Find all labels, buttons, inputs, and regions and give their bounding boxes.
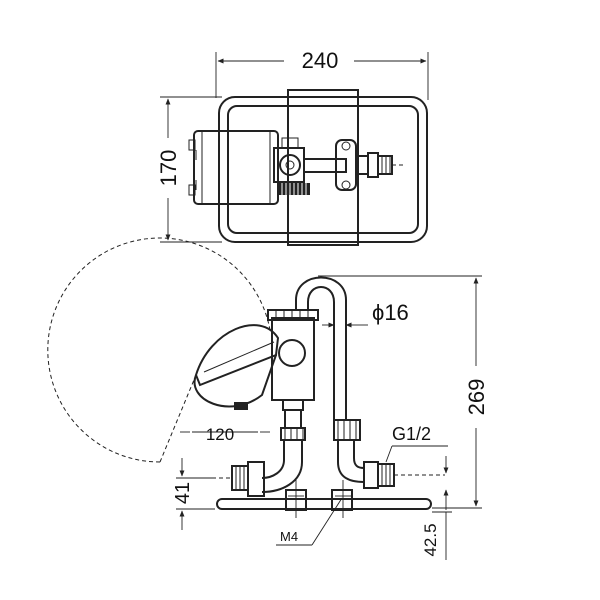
pipe-diameter-dimension: ϕ16	[322, 300, 409, 328]
swing-arc	[47, 237, 271, 463]
width-dimension: 240	[215, 48, 429, 100]
anchor-bolt-callout: M4	[276, 480, 351, 546]
thread-callout: G1/2	[385, 424, 448, 463]
base-height-dimension: 41	[172, 458, 215, 530]
base-height-label: 41	[172, 482, 194, 504]
total-height-dimension: 269	[318, 275, 496, 509]
side-view: ϕ16	[47, 237, 496, 560]
swing-radius-dimension: 120	[180, 425, 270, 444]
base-offset-label: 42.5	[421, 523, 440, 556]
height-dimension: 170	[152, 96, 222, 243]
base-offset-dimension: 42.5	[421, 456, 452, 560]
width-label: 240	[302, 48, 339, 73]
total-height-label: 269	[464, 379, 489, 416]
top-view: 240 170	[152, 48, 429, 246]
anchor-bolt-label: M4	[280, 529, 298, 544]
pipe-diameter-label: ϕ16	[372, 300, 409, 325]
height-label: 170	[156, 150, 181, 187]
thread-label: G1/2	[392, 424, 431, 444]
swing-radius-label: 120	[206, 425, 234, 444]
